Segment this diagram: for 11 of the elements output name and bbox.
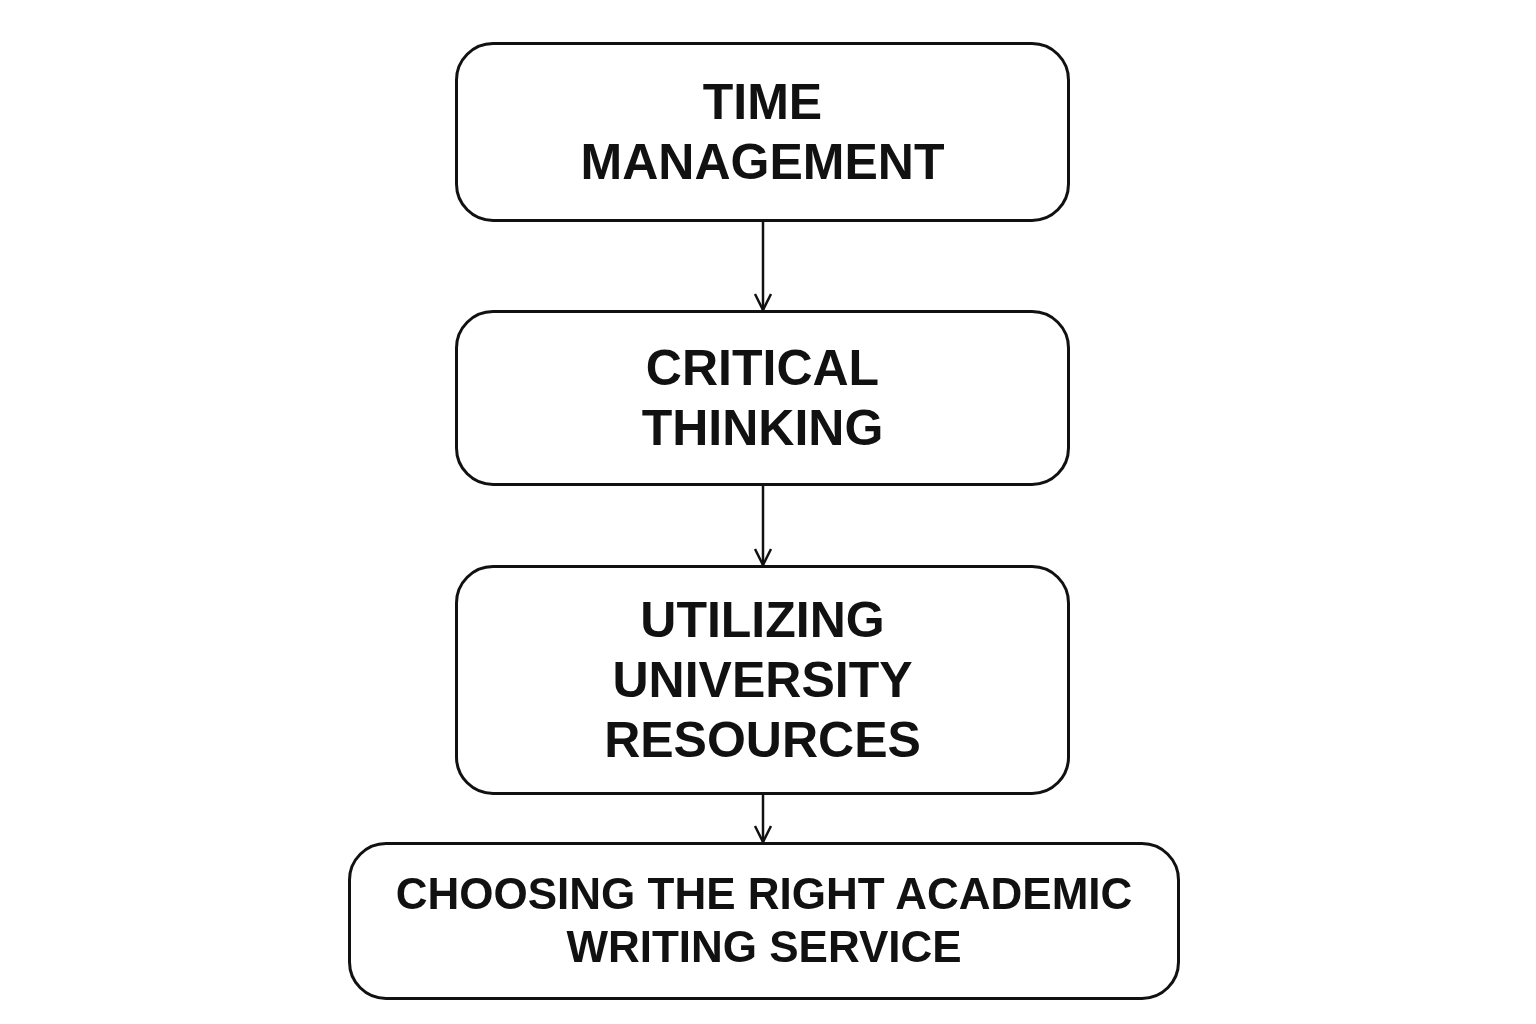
arrow bbox=[753, 222, 773, 312]
arrow bbox=[753, 486, 773, 567]
process-box bbox=[455, 310, 1070, 486]
step-label: UTILIZING UNIVERSITY RESOURCES bbox=[603, 591, 922, 770]
step-label: CHOOSING THE RIGHT ACADEMIC WRITING SERVICE bbox=[394, 868, 1134, 973]
process-box bbox=[348, 842, 1180, 1000]
process-box bbox=[455, 565, 1070, 795]
process-box bbox=[455, 42, 1070, 222]
arrow bbox=[753, 795, 773, 844]
step-label: TIME MANAGEMENT bbox=[579, 73, 946, 192]
step-label: CRITICAL THINKING bbox=[640, 339, 885, 458]
